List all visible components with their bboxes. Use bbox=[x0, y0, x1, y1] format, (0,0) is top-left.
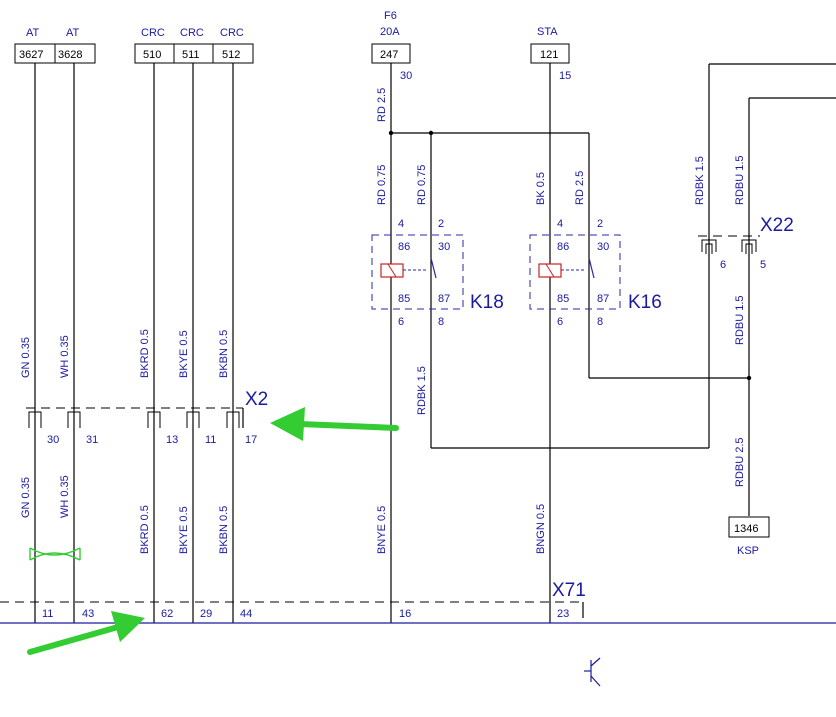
at2-num: 3628 bbox=[58, 49, 82, 61]
k16-p30: 30 bbox=[597, 241, 609, 253]
f6-num: 247 bbox=[380, 49, 398, 61]
wire-label-bkbn05-b: BKBN 0.5 bbox=[218, 506, 230, 554]
wire-label-bkrd05-b: BKRD 0.5 bbox=[139, 505, 151, 554]
x71-pin-23: 23 bbox=[557, 608, 569, 620]
x71-pin-62: 62 bbox=[161, 608, 173, 620]
k16-pin2: 2 bbox=[597, 218, 603, 230]
x71-pin-16: 16 bbox=[399, 608, 411, 620]
relay-wiring bbox=[388, 63, 836, 623]
ksp-label: KSP bbox=[737, 545, 759, 557]
wire-label-rd25-b: RD 2.5 bbox=[574, 171, 586, 205]
k16-p86: 86 bbox=[557, 241, 569, 253]
x71-pin-29: 29 bbox=[200, 608, 212, 620]
k18-switch-icon bbox=[430, 257, 437, 279]
crc3-num: 512 bbox=[222, 49, 240, 61]
k18-p86: 86 bbox=[398, 241, 410, 253]
arrow-pointing-x71-icon bbox=[27, 611, 145, 655]
f6-label: F6 bbox=[384, 10, 397, 22]
wire-label-gn035-b: GN 0.35 bbox=[20, 477, 32, 518]
wire-label-bkrd05-a: BKRD 0.5 bbox=[139, 329, 151, 378]
connector-ksp-1346: 1346 KSP bbox=[728, 516, 770, 557]
wire-label-wh035-a: WH 0.35 bbox=[59, 335, 71, 378]
x71-pin-44: 44 bbox=[240, 608, 252, 620]
wire-label-bnye05: BNYE 0.5 bbox=[376, 506, 388, 554]
wire-label-rdbk15-top: RDBK 1.5 bbox=[694, 156, 706, 205]
relay-k18: 4 2 86 30 85 87 6 8 K18 bbox=[371, 218, 504, 328]
ksp-num: 1346 bbox=[734, 523, 758, 535]
x2-pin-31: 31 bbox=[86, 434, 98, 446]
k18-p87: 87 bbox=[438, 293, 450, 305]
connector-x2: 30 31 13 11 17 X2 bbox=[26, 389, 268, 446]
crc1-num: 510 bbox=[143, 49, 161, 61]
k16-label: K16 bbox=[628, 292, 662, 313]
k18-pin8: 8 bbox=[438, 316, 444, 328]
x22-pin6: 6 bbox=[720, 259, 726, 271]
x2-label: X2 bbox=[245, 389, 268, 410]
wire-label-rd25-top: RD 2.5 bbox=[376, 88, 388, 122]
wire-label-bkye05-a: BKYE 0.5 bbox=[178, 330, 190, 378]
wire-label-rdbu25: RDBU 2.5 bbox=[734, 437, 746, 487]
k18-p30: 30 bbox=[438, 241, 450, 253]
k16-pin6: 6 bbox=[557, 316, 563, 328]
wire-labels: RD 2.5 RD 0.75 RD 0.75 BK 0.5 RD 2.5 RDB… bbox=[20, 88, 746, 554]
wire-label-bngn05: BNGN 0.5 bbox=[535, 504, 547, 554]
x22-label: X22 bbox=[760, 215, 794, 236]
connector-crc-510: CRC 510 bbox=[134, 27, 175, 64]
wire-label-rd075-b: RD 0.75 bbox=[416, 165, 428, 205]
connector-x22: 6 5 X22 bbox=[698, 215, 794, 271]
connector-crc-511: CRC 511 bbox=[173, 27, 214, 64]
k16-pin8: 8 bbox=[597, 316, 603, 328]
x2-pin-11: 11 bbox=[205, 434, 216, 446]
relay-k16: 4 2 86 30 85 87 6 8 K16 bbox=[529, 218, 662, 328]
f6-rating: 20A bbox=[380, 26, 400, 38]
k16-p85: 85 bbox=[557, 293, 569, 305]
k18-p85: 85 bbox=[398, 293, 410, 305]
k18-pin4: 4 bbox=[398, 218, 404, 230]
x71-pin-11: 11 bbox=[42, 608, 53, 620]
k16-pin4: 4 bbox=[557, 218, 563, 230]
f6-pin: 30 bbox=[400, 70, 412, 82]
at1-num: 3627 bbox=[19, 49, 43, 61]
wire-label-rdbu15-top: RDBU 1.5 bbox=[734, 155, 746, 205]
sta-num: 121 bbox=[540, 49, 558, 61]
wire-label-rd075-a: RD 0.75 bbox=[376, 165, 388, 205]
x2-pin-13: 13 bbox=[166, 434, 178, 446]
k18-pin2: 2 bbox=[438, 218, 444, 230]
wire-label-rdbu15-mid: RDBU 1.5 bbox=[734, 295, 746, 345]
x71-pin-43: 43 bbox=[82, 608, 94, 620]
crc2-num: 511 bbox=[182, 49, 200, 61]
wire-label-gn035-a: GN 0.35 bbox=[20, 337, 32, 378]
sta-pin: 15 bbox=[559, 70, 571, 82]
wire-label-bk05: BK 0.5 bbox=[535, 172, 547, 205]
k16-p87: 87 bbox=[597, 293, 609, 305]
arrow-pointing-x2-icon bbox=[270, 407, 399, 441]
connector-sta-121: STA 121 15 bbox=[530, 26, 571, 82]
connector-f6-247: F6 20A 247 30 bbox=[371, 10, 412, 82]
at1-label: AT bbox=[26, 27, 40, 39]
twisted-pair-icon bbox=[29, 547, 81, 561]
at2-label: AT bbox=[66, 27, 80, 39]
crc2-label: CRC bbox=[180, 27, 204, 39]
crc3-label: CRC bbox=[220, 27, 244, 39]
connector-crc-512: CRC 512 bbox=[212, 27, 254, 64]
x2-pin-17: 17 bbox=[245, 434, 257, 446]
wire-label-rdbk15-mid: RDBK 1.5 bbox=[416, 366, 428, 415]
k18-label: K18 bbox=[470, 292, 504, 313]
connector-at-3628: AT 3628 bbox=[54, 27, 96, 64]
k18-pin6: 6 bbox=[398, 316, 404, 328]
wire-label-bkbn05-a: BKBN 0.5 bbox=[218, 330, 230, 378]
x2-pin-30: 30 bbox=[47, 434, 59, 446]
x22-pin5: 5 bbox=[760, 259, 766, 271]
sta-label: STA bbox=[537, 26, 558, 38]
wire-label-wh035-b: WH 0.35 bbox=[59, 475, 71, 518]
crc1-label: CRC bbox=[141, 27, 165, 39]
x71-label: X71 bbox=[552, 580, 586, 601]
wire-label-bkye05-b: BKYE 0.5 bbox=[178, 506, 190, 554]
k16-switch-icon bbox=[588, 257, 595, 279]
transistor-icon bbox=[584, 657, 601, 687]
left-wires bbox=[34, 63, 234, 623]
connector-at-3627: AT 3627 bbox=[14, 27, 56, 64]
